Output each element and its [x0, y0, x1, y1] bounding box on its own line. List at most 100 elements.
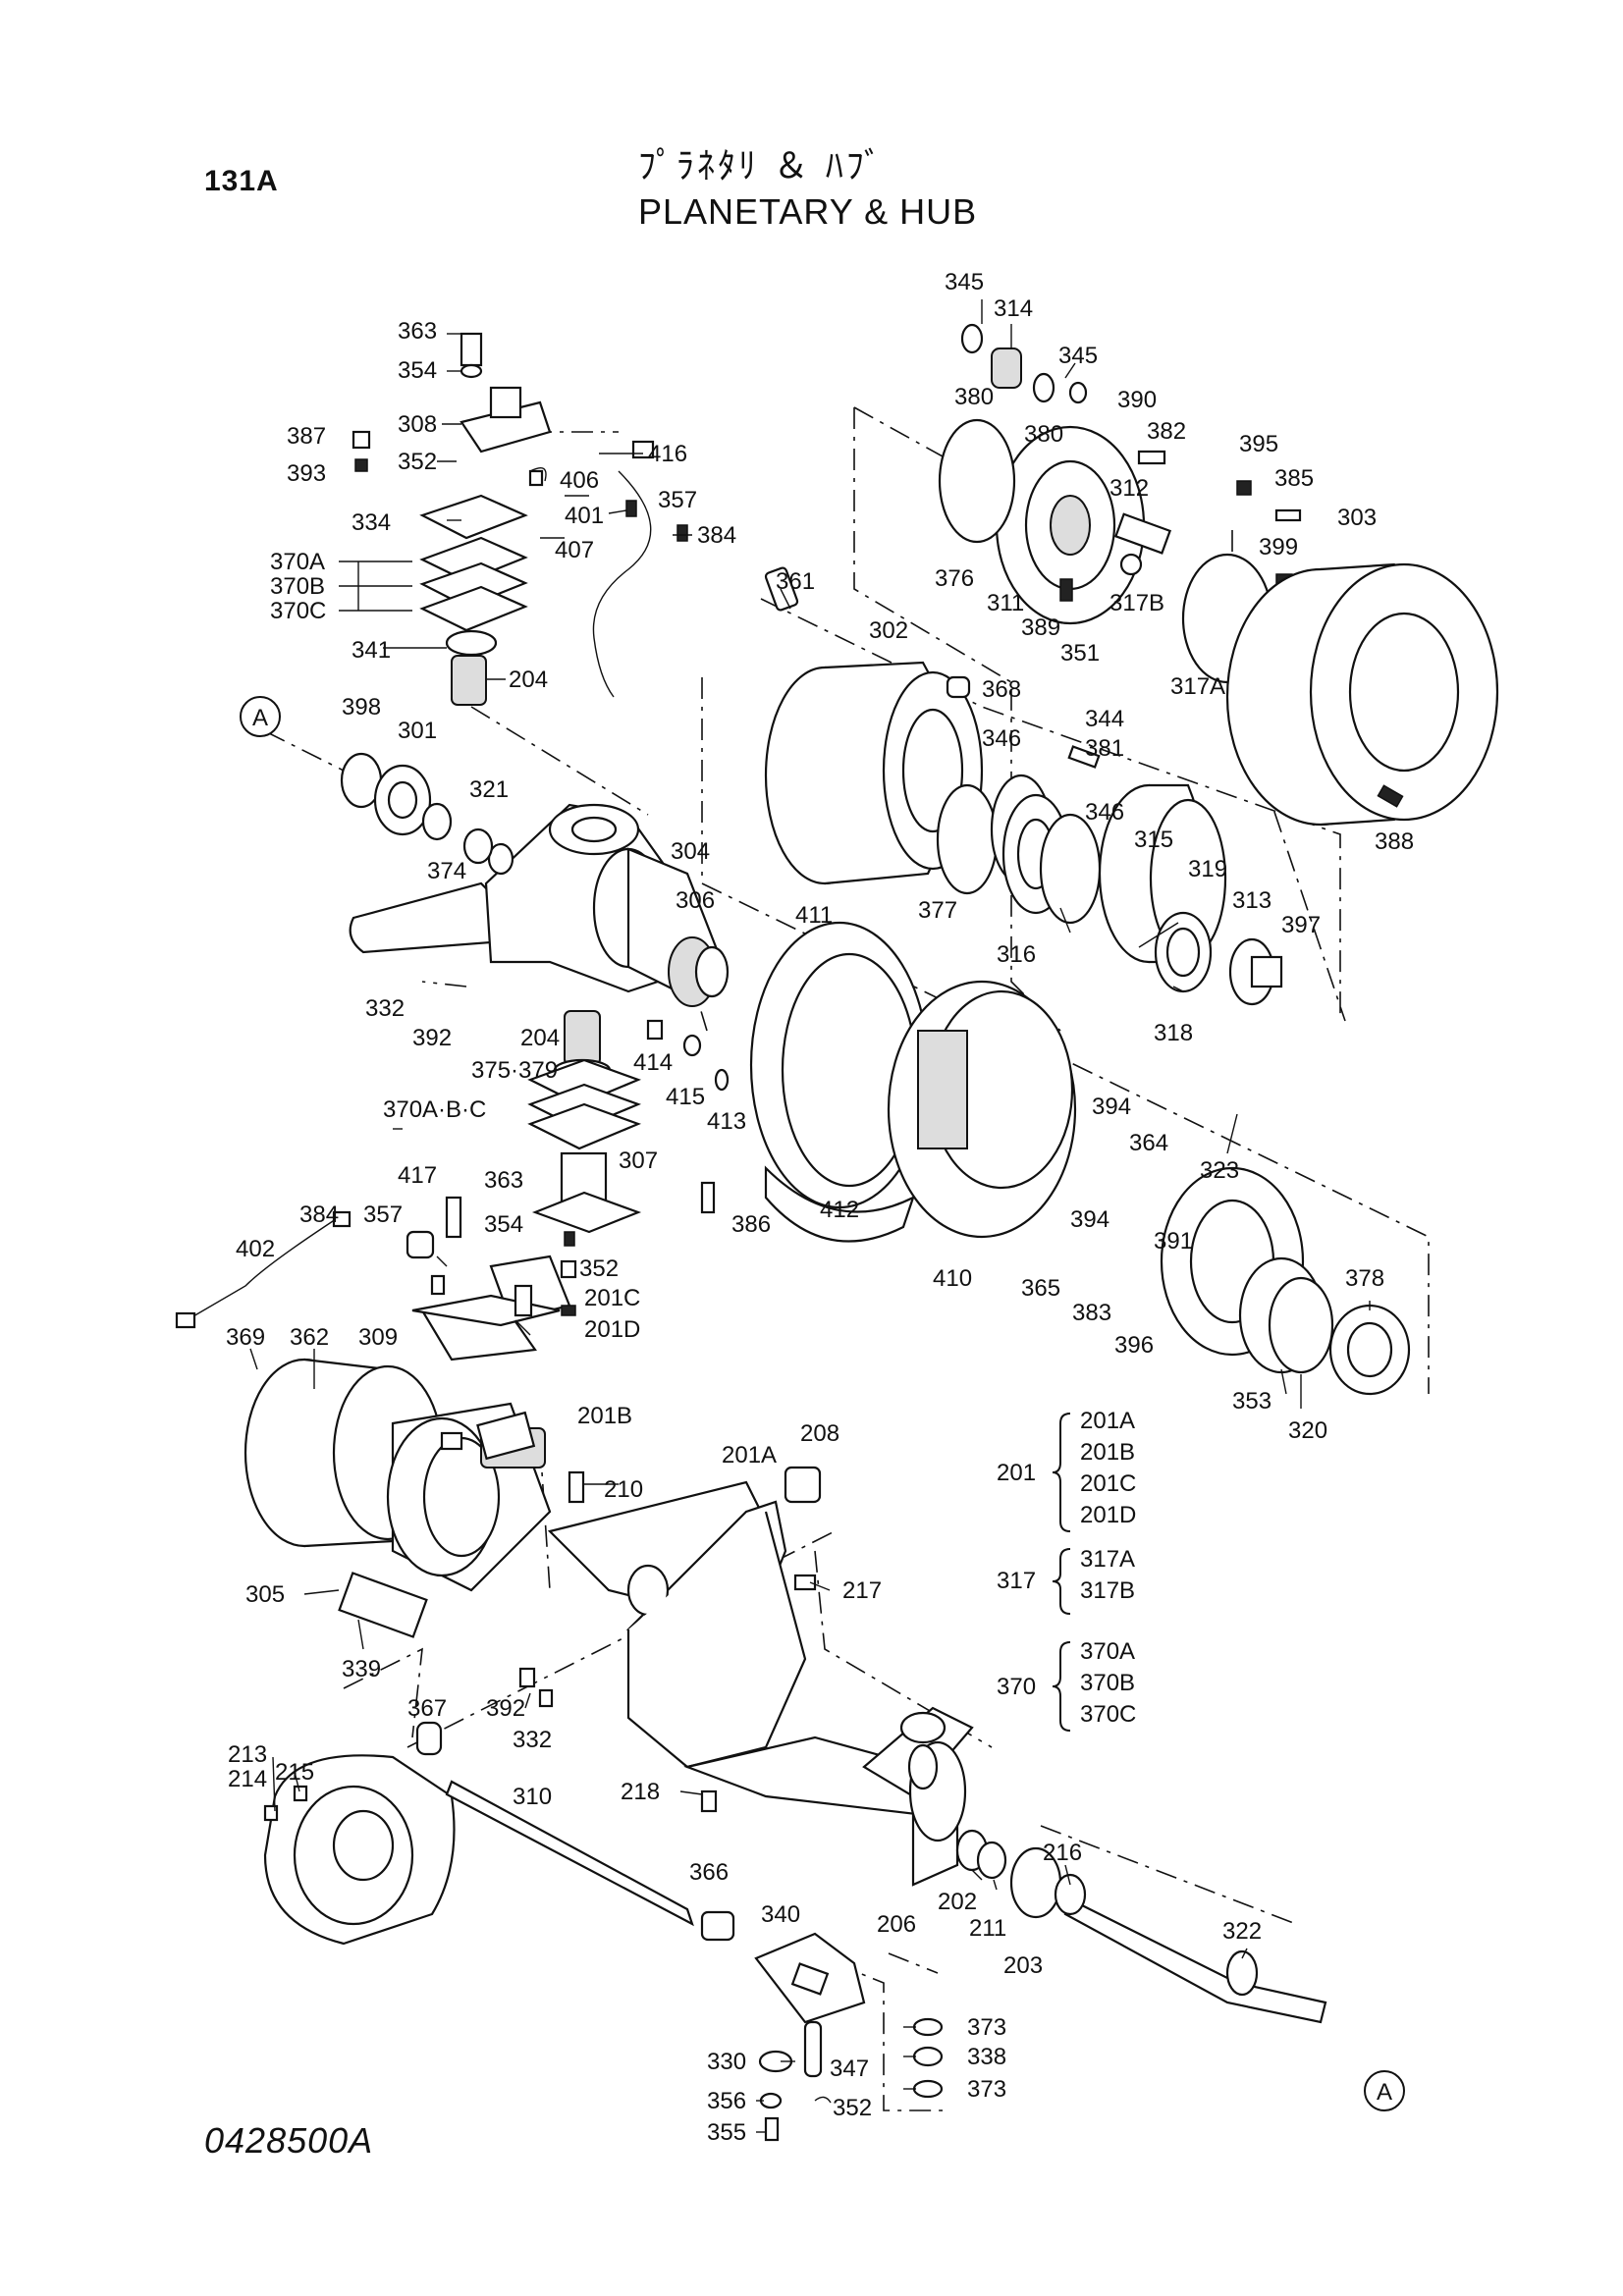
callout-401: 401	[565, 503, 604, 529]
callout-301: 301	[398, 718, 437, 744]
brake-drum	[1225, 562, 1499, 827]
hub-bearings	[1160, 1166, 1411, 1396]
differential-housing	[263, 1721, 456, 1946]
callout-406: 406	[560, 467, 599, 494]
callout-321: 321	[469, 776, 509, 803]
callout-201D: 201D	[584, 1316, 640, 1343]
callout-204: 204	[509, 667, 548, 693]
callout-417: 417	[398, 1162, 437, 1189]
callout-367: 367	[407, 1695, 447, 1722]
callout-373: 373	[967, 2014, 1006, 2041]
callout-214: 214	[228, 1766, 267, 1792]
callout-412: 412	[820, 1197, 859, 1223]
ref-marker-bottom-label: A	[1377, 2079, 1392, 2106]
ref-marker-top-label: A	[252, 705, 268, 731]
callout-384: 384	[697, 522, 736, 549]
callout-384: 384	[299, 1201, 339, 1228]
group-370-member-b: 370B	[1080, 1670, 1135, 1696]
callout-201A: 201A	[722, 1442, 777, 1468]
callout-356: 356	[707, 2088, 746, 2114]
callout-381: 381	[1085, 735, 1124, 762]
callout-353: 353	[1232, 1388, 1271, 1415]
callout-345: 345	[1058, 343, 1098, 369]
callout-380: 380	[954, 384, 994, 410]
callout-347: 347	[830, 2056, 869, 2082]
callout-361: 361	[776, 568, 815, 595]
callout-364: 364	[1129, 1130, 1168, 1156]
callout-399: 399	[1259, 534, 1298, 561]
callout-322: 322	[1222, 1918, 1262, 1945]
callout-332: 332	[365, 995, 405, 1022]
callout-402: 402	[236, 1236, 275, 1262]
callout-355: 355	[707, 2119, 746, 2146]
group-317-member-b: 317B	[1080, 1577, 1135, 1604]
callout-316: 316	[997, 941, 1036, 968]
callout-201C: 201C	[584, 1285, 640, 1311]
callout-213: 213	[228, 1741, 267, 1768]
callout-352: 352	[833, 2095, 872, 2121]
callout-leaders	[249, 299, 1371, 2133]
callout-306: 306	[676, 887, 715, 914]
callout-318: 318	[1154, 1020, 1193, 1046]
callout-211: 211	[969, 1915, 1006, 1942]
callout-302: 302	[869, 617, 908, 644]
callout-385: 385	[1274, 465, 1314, 492]
callout-345: 345	[945, 269, 984, 295]
callout-370A: 370A	[270, 549, 325, 575]
callout-362: 362	[290, 1324, 329, 1351]
steering-knuckle	[349, 803, 730, 1007]
callout-392: 392	[486, 1695, 525, 1722]
callout-317A: 317A	[1170, 673, 1225, 700]
callout-310: 310	[513, 1784, 552, 1810]
callout-202: 202	[938, 1889, 977, 1915]
callout-352: 352	[398, 449, 437, 475]
callout-378: 378	[1345, 1265, 1384, 1292]
callout-319: 319	[1188, 856, 1227, 882]
title-english: PLANETARY & HUB	[638, 191, 978, 232]
callout-206: 206	[877, 1911, 916, 1938]
title-japanese: ﾌﾟﾗﾈﾀﾘ ＆ ﾊﾌﾞ	[638, 146, 885, 187]
page-code: 131A	[204, 165, 279, 197]
callout-307: 307	[619, 1148, 658, 1174]
callout-363: 363	[398, 318, 437, 345]
callout-341: 341	[352, 637, 391, 664]
callout-203: 203	[1003, 1952, 1043, 1979]
group-201-label: 201	[997, 1460, 1036, 1486]
callout-210: 210	[604, 1476, 643, 1503]
callout-396: 396	[1114, 1332, 1154, 1359]
callout-368: 368	[982, 676, 1021, 703]
callout-387: 387	[287, 423, 326, 450]
callout-363: 363	[484, 1167, 523, 1194]
brake-assembly	[749, 921, 1077, 1243]
callout-370B: 370B	[270, 573, 325, 600]
callout-366: 366	[689, 1859, 729, 1886]
callout-388: 388	[1375, 828, 1414, 855]
callout-383: 383	[1072, 1300, 1111, 1326]
callout-375-379: 375·379	[471, 1057, 558, 1084]
callout-315: 315	[1134, 827, 1173, 853]
callout-304: 304	[671, 838, 710, 865]
callout-309: 309	[358, 1324, 398, 1351]
callout-369: 369	[226, 1324, 265, 1351]
ref-marker-bottom: A	[1364, 2070, 1405, 2111]
callout-344: 344	[1085, 706, 1124, 732]
callout-411: 411	[795, 902, 833, 929]
callout-303: 303	[1337, 505, 1377, 531]
knuckle-bearings	[340, 752, 494, 865]
callout-346: 346	[982, 725, 1021, 752]
callout-365: 365	[1021, 1275, 1060, 1302]
lower-kingpin-stack	[527, 1010, 730, 1234]
callout-377: 377	[918, 897, 957, 924]
callout-398: 398	[342, 694, 381, 721]
group-legend: 201 201A 201B 201C 201D 317 317A 317B 37…	[997, 1408, 1136, 1732]
callout-312: 312	[1109, 475, 1149, 502]
axle-shaft-inner	[445, 1780, 735, 1942]
callout-376: 376	[935, 565, 974, 592]
group-201-member-b: 201B	[1080, 1439, 1135, 1466]
callout-311: 311	[987, 590, 1024, 616]
callout-323: 323	[1200, 1157, 1239, 1184]
callout-339: 339	[342, 1656, 381, 1682]
callout-394: 394	[1092, 1094, 1131, 1120]
group-317-label: 317	[997, 1568, 1036, 1594]
